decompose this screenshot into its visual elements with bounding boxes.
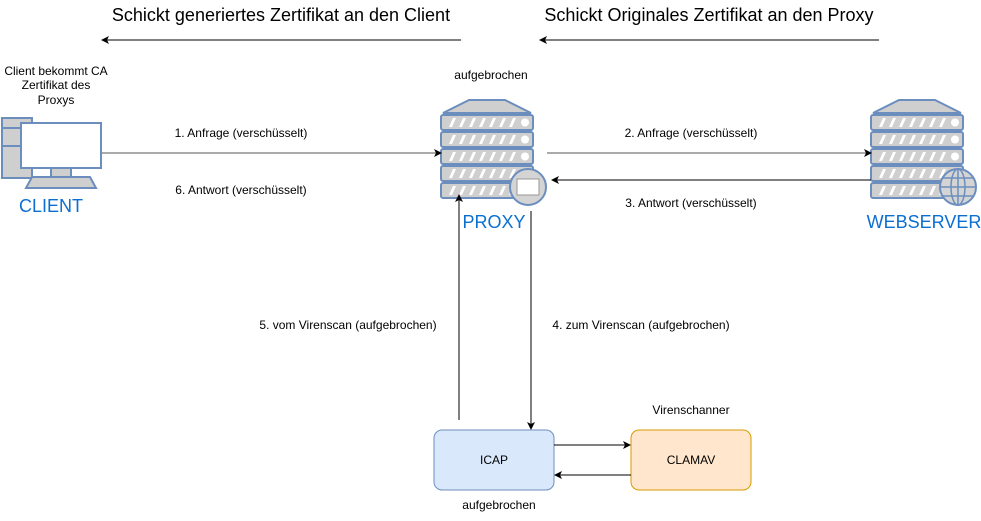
clamav-note: Virenschanner — [652, 403, 729, 417]
icap-label: ICAP — [480, 453, 508, 467]
client-note-2: Zertifikat des — [22, 78, 91, 92]
edge-label-5: 5. vom Virenscan (aufgebrochen) — [259, 318, 436, 332]
title-left: Schickt generiertes Zertifikat an den Cl… — [112, 5, 450, 25]
globe-icon — [939, 168, 977, 206]
edge-label-3: 3. Antwort (verschüsselt) — [625, 196, 756, 210]
computer-icon[interactable] — [1, 117, 102, 189]
client-label: CLIENT — [19, 196, 83, 216]
proxy-server-icon[interactable] — [440, 99, 534, 199]
certificate-badge-icon — [509, 168, 547, 206]
edge-label-2: 2. Anfrage (verschüsselt) — [625, 126, 758, 140]
proxy-note: aufgebrochen — [454, 68, 527, 82]
edge-label-6: 6. Antwort (verschüsselt) — [175, 183, 306, 197]
client-note-1: Client bekommt CA — [4, 64, 107, 78]
edge-label-4: 4. zum Virenscan (aufgebrochen) — [552, 318, 729, 332]
client-note-3: Proxys — [38, 93, 75, 107]
webserver-label: WEBSERVER — [867, 212, 981, 232]
clamav-box[interactable] — [630, 429, 752, 491]
proxy-label: PROXY — [462, 212, 525, 232]
icap-note: aufgebrochen — [462, 498, 535, 512]
edge-label-1: 1. Anfrage (verschüsselt) — [175, 126, 308, 140]
clamav-label: CLAMAV — [667, 453, 715, 467]
icap-box[interactable] — [433, 429, 555, 491]
title-right: Schickt Originales Zertifikat an den Pro… — [544, 5, 873, 25]
